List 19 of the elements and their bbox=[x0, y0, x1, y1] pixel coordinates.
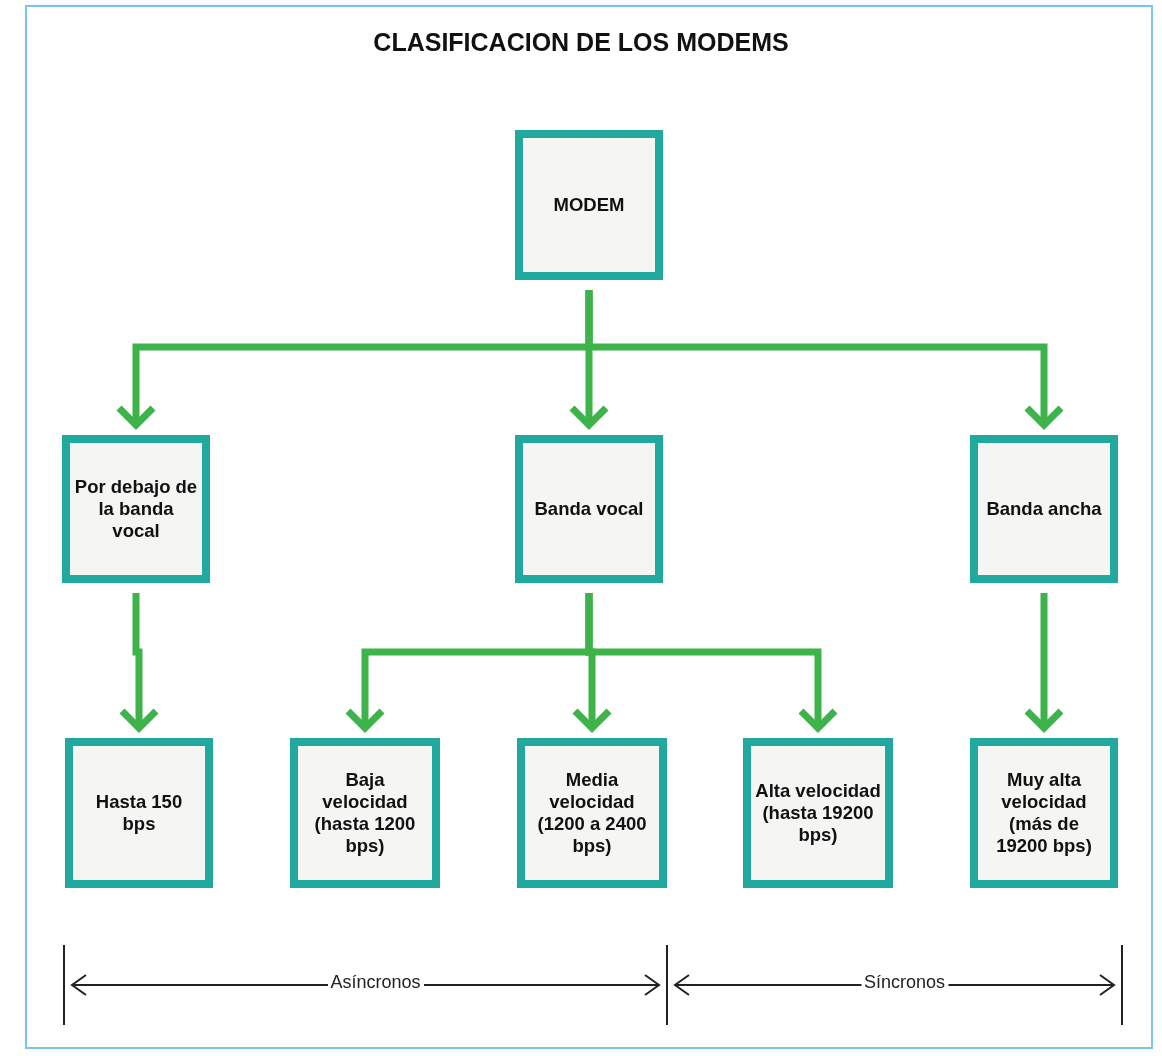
category-box bbox=[62, 435, 210, 583]
category-box bbox=[970, 435, 1118, 583]
category-box bbox=[517, 738, 667, 888]
category-box bbox=[970, 738, 1118, 888]
box-label: MODEM bbox=[553, 193, 625, 217]
category-box bbox=[65, 738, 213, 888]
box-label: Por debajo de la banda vocal bbox=[74, 475, 198, 543]
category-box bbox=[743, 738, 893, 888]
box-label: Media velocidad (1200 a 2400 bps) bbox=[536, 768, 648, 858]
box-label: Banda vocal bbox=[534, 497, 644, 521]
category-box bbox=[515, 130, 663, 280]
box-label: Banda ancha bbox=[986, 497, 1102, 521]
box-label: Alta velocidad (hasta 19200 bps) bbox=[755, 779, 881, 847]
category-box bbox=[290, 738, 440, 888]
box-label: Muy alta velocidad (más de 19200 bps) bbox=[995, 768, 1093, 858]
diagram-title: CLASIFICACION DE LOS MODEMS bbox=[372, 28, 790, 57]
box-label: Baja velocidad (hasta 1200 bps) bbox=[313, 768, 417, 858]
category-box bbox=[515, 435, 663, 583]
box-label: Hasta 150 bps bbox=[94, 790, 184, 836]
